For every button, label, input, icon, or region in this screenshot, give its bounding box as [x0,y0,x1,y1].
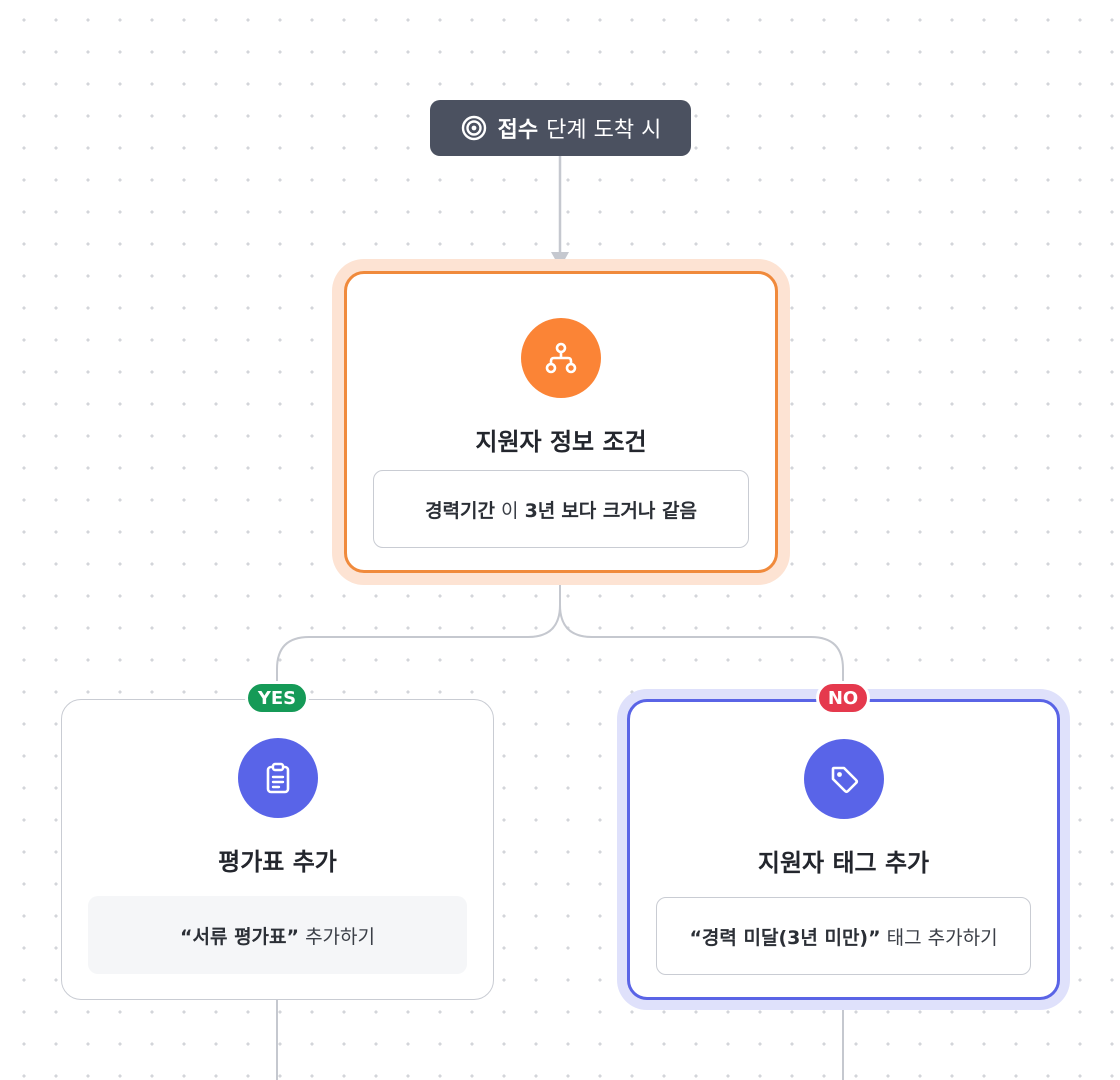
branch-icon [521,318,601,398]
yes-node-detail[interactable]: “서류 평가표” 추가하기 [88,896,467,974]
yes-action-node[interactable]: 평가표 추가 “서류 평가표” 추가하기 [61,699,494,1000]
rule-particle: 이 [501,499,519,522]
tag-name: “경력 미달(3년 미만)” [689,926,881,949]
branch-connector-no [559,604,844,699]
no-node-title: 지원자 태그 추가 [757,849,930,877]
trigger-node[interactable]: 접수 단계 도착 시 [430,100,691,156]
target-icon [460,114,488,142]
arrow-head [551,252,569,268]
no-branch-label: NO [816,681,870,715]
condition-title: 지원자 정보 조건 [475,428,647,456]
rule-operator: 보다 크거나 같음 [561,499,697,522]
branch-connector-yes [276,573,561,699]
no-action-node[interactable]: 지원자 태그 추가 “경력 미달(3년 미만)” 태그 추가하기 [627,699,1060,1000]
yes-node-title: 평가표 추가 [218,848,337,876]
no-node-detail[interactable]: “경력 미달(3년 미만)” 태그 추가하기 [656,897,1031,975]
yes-detail-action: 추가하기 [305,925,375,948]
scorecard-name: “서류 평가표” [180,925,300,948]
rule-value: 3년 [524,499,556,522]
condition-rule[interactable]: 경력기간 이 3년 보다 크거나 같음 [373,470,749,548]
condition-node[interactable]: 지원자 정보 조건 경력기간 이 3년 보다 크거나 같음 [344,271,778,573]
no-detail-action: 태그 추가하기 [886,926,998,949]
tag-icon [803,739,884,819]
trigger-stage-name: 접수 [497,118,539,143]
clipboard-icon [237,738,318,818]
rule-field: 경력기간 [425,499,495,522]
yes-branch-label: YES [245,681,309,715]
trigger-text: 단계 도착 시 [546,118,662,143]
